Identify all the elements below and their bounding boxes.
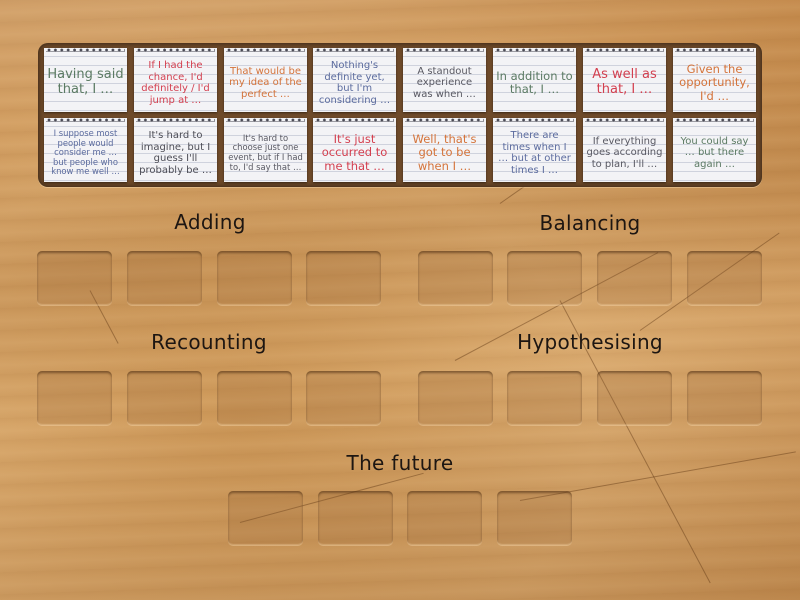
spiral-rings-icon <box>675 118 754 123</box>
drop-slot-recounting-1[interactable] <box>37 371 112 425</box>
draggable-card[interactable]: Having said that, I … <box>44 48 127 112</box>
drop-slot-hypothesising-1[interactable] <box>418 371 493 425</box>
draggable-card[interactable]: A standout experience was when … <box>403 48 486 112</box>
spiral-rings-icon <box>136 48 215 53</box>
spiral-rings-icon <box>136 118 215 123</box>
drop-slot-balancing-2[interactable] <box>507 251 582 305</box>
card-text: In addition to that, I … <box>496 68 573 96</box>
card-text: A standout experience was when … <box>413 65 476 100</box>
draggable-card[interactable]: As well as that, I … <box>583 48 666 112</box>
draggable-card[interactable]: Nothing's definite yet, but I'm consider… <box>313 48 396 112</box>
spiral-rings-icon <box>405 48 484 53</box>
drop-slot-adding-2[interactable] <box>127 251 202 305</box>
spiral-rings-icon <box>46 48 125 53</box>
card-text: Nothing's definite yet, but I'm consider… <box>318 60 391 106</box>
spiral-rings-icon <box>226 118 305 123</box>
draggable-card[interactable]: It's just occurred to me that … <box>313 118 396 182</box>
card-text: Given the opportunity, I'd … <box>679 62 750 103</box>
spiral-rings-icon <box>46 118 125 123</box>
drop-slot-the-future-3[interactable] <box>407 491 482 545</box>
draggable-card[interactable]: If I had the chance, I'd definitely / I'… <box>134 48 217 112</box>
card-text: It's just occurred to me that … <box>321 132 388 173</box>
drop-slot-adding-4[interactable] <box>306 251 381 305</box>
spiral-rings-icon <box>405 118 484 123</box>
draggable-card[interactable]: If everything goes according to plan, I'… <box>583 118 666 182</box>
group-title-recounting: Recounting <box>151 330 267 354</box>
draggable-card[interactable]: I suppose most people would consider me … <box>44 118 127 182</box>
draggable-card[interactable]: Given the opportunity, I'd … <box>673 48 756 112</box>
spiral-rings-icon <box>585 118 664 123</box>
drop-slot-hypothesising-4[interactable] <box>687 371 762 425</box>
card-text: I suppose most people would consider me … <box>51 127 120 177</box>
draggable-card[interactable]: That would be my idea of the perfect … <box>224 48 307 112</box>
draggable-card[interactable]: It's hard to choose just one event, but … <box>224 118 307 182</box>
group-title-adding: Adding <box>174 210 246 234</box>
draggable-card[interactable]: You could say … but there again … <box>673 118 756 182</box>
card-text: If everything goes according to plan, I'… <box>586 135 663 170</box>
drop-slot-hypothesising-3[interactable] <box>597 371 672 425</box>
draggable-card[interactable]: It's hard to imagine, but I guess I'll p… <box>134 118 217 182</box>
drop-slot-recounting-2[interactable] <box>127 371 202 425</box>
drop-slot-hypothesising-2[interactable] <box>507 371 582 425</box>
card-text: As well as that, I … <box>592 67 657 97</box>
draggable-card[interactable]: In addition to that, I … <box>493 48 576 112</box>
drop-slot-recounting-4[interactable] <box>306 371 381 425</box>
card-text: You could say … but there again … <box>680 135 749 170</box>
card-text: It's hard to imagine, but I guess I'll p… <box>139 130 212 176</box>
card-text: Having said that, I … <box>47 67 124 97</box>
drop-slot-adding-1[interactable] <box>37 251 112 305</box>
card-text: Well, that's got to be when I … <box>412 132 477 173</box>
spiral-rings-icon <box>675 48 754 53</box>
drop-slot-the-future-1[interactable] <box>228 491 303 545</box>
drop-slot-balancing-4[interactable] <box>687 251 762 305</box>
group-title-the-future: The future <box>346 451 454 475</box>
drop-slot-balancing-1[interactable] <box>418 251 493 305</box>
drop-slot-the-future-4[interactable] <box>497 491 572 545</box>
draggable-card[interactable]: There are times when I … but at other ti… <box>493 118 576 182</box>
drop-slot-balancing-3[interactable] <box>597 251 672 305</box>
spiral-rings-icon <box>585 48 664 53</box>
card-text: That would be my idea of the perfect … <box>229 65 302 100</box>
spiral-rings-icon <box>315 118 394 123</box>
drop-slot-the-future-2[interactable] <box>318 491 393 545</box>
card-text: If I had the chance, I'd definitely / I'… <box>141 60 210 106</box>
spiral-rings-icon <box>495 118 574 123</box>
group-title-hypothesising: Hypothesising <box>517 330 663 354</box>
drop-slot-adding-3[interactable] <box>217 251 292 305</box>
spiral-rings-icon <box>226 48 305 53</box>
card-text: It's hard to choose just one event, but … <box>228 132 303 172</box>
draggable-card[interactable]: Well, that's got to be when I … <box>403 118 486 182</box>
spiral-rings-icon <box>495 48 574 53</box>
drop-slot-recounting-3[interactable] <box>217 371 292 425</box>
spiral-rings-icon <box>315 48 394 53</box>
group-title-balancing: Balancing <box>539 211 641 235</box>
card-text: There are times when I … but at other ti… <box>498 130 571 176</box>
